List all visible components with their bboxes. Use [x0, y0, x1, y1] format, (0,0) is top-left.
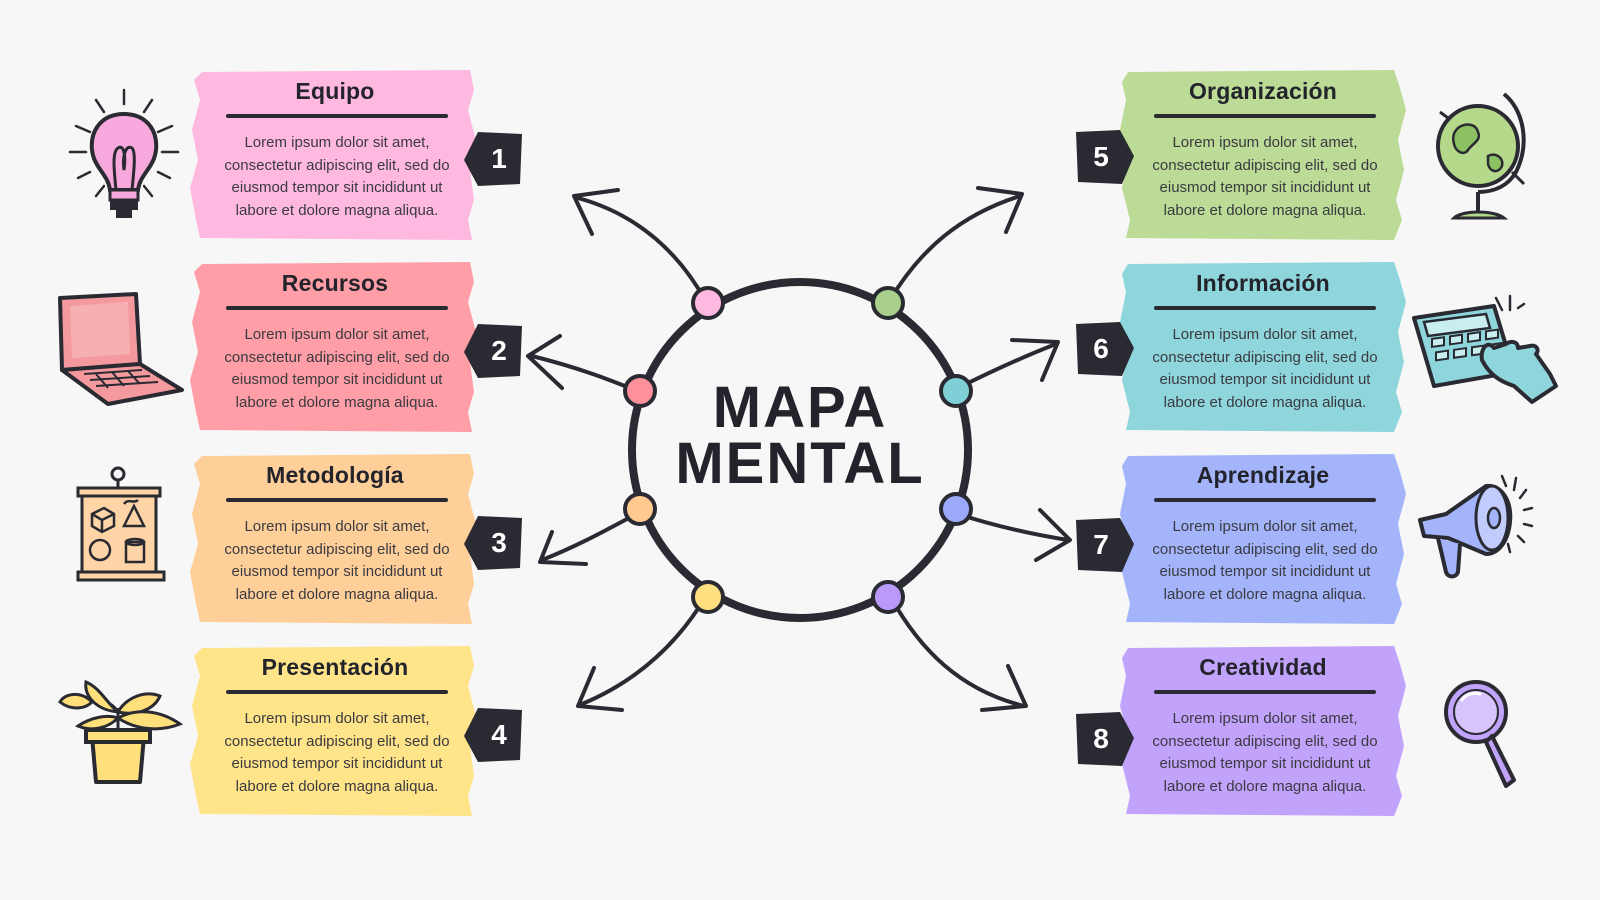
arrow-5	[888, 194, 1022, 302]
branch-card-8: Creatividad Lorem ipsum dolor sit amet, …	[1118, 646, 1408, 816]
branch-title: Equipo	[295, 78, 375, 104]
branch-title: Metodología	[266, 462, 404, 488]
ring-node-3	[623, 492, 657, 526]
center-ring	[628, 278, 972, 622]
card-background	[190, 262, 476, 432]
arrowhead-1	[572, 188, 620, 236]
ring-node-4	[691, 580, 725, 614]
badge-number: 7	[1093, 529, 1109, 560]
number-badge-4: 4	[464, 708, 522, 762]
ring-node-5	[871, 286, 905, 320]
number-badge-2: 2	[464, 324, 522, 378]
branch-title: Recursos	[281, 270, 389, 296]
arrow-7	[956, 512, 1070, 542]
card-background	[190, 70, 476, 240]
branch-text: Lorem ipsum dolor sit amet, consectetur …	[224, 518, 450, 603]
branch-text: Lorem ipsum dolor sit amet, consectetur …	[1152, 134, 1378, 219]
arrowhead-8	[980, 664, 1028, 712]
center-title-line-1: MAPA	[712, 375, 888, 440]
title-underline	[226, 306, 448, 310]
ring-node-8	[871, 580, 905, 614]
card-background	[1120, 262, 1406, 432]
badge-number: 4	[491, 719, 507, 750]
badge-number: 1	[491, 143, 507, 174]
number-badge-5: 5	[1076, 130, 1134, 184]
branch-card-4: Presentación Lorem ipsum dolor sit amet,…	[190, 646, 480, 816]
card-background	[190, 646, 476, 816]
number-badge-8: 8	[1076, 712, 1134, 766]
branch-text: Lorem ipsum dolor sit amet, consectetur …	[1152, 326, 1378, 411]
badge-number: 6	[1093, 333, 1109, 364]
arrowhead-2	[526, 334, 564, 390]
title-underline	[226, 690, 448, 694]
badge-number: 2	[491, 335, 507, 366]
center-title-line-2: MENTAL	[675, 431, 925, 496]
arrowhead-4	[576, 666, 624, 712]
number-badge-7: 7	[1076, 518, 1134, 572]
branch-card-1: Equipo Lorem ipsum dolor sit amet, conse…	[190, 70, 480, 240]
magnifier-icon	[1444, 680, 1516, 788]
branch-title: Aprendizaje	[1196, 462, 1330, 488]
branch-text: Lorem ipsum dolor sit amet, consectetur …	[1152, 518, 1378, 603]
branch-card-5: Organización Lorem ipsum dolor sit amet,…	[1118, 70, 1408, 240]
arrowhead-5	[976, 186, 1024, 234]
ring-node-2	[623, 374, 657, 408]
arrow-4	[580, 594, 708, 706]
badge-number: 3	[491, 527, 507, 558]
arrowhead-7	[1034, 508, 1072, 562]
branch-title: Información	[1196, 270, 1330, 296]
ring-node-7	[939, 492, 973, 526]
title-underline	[226, 114, 448, 118]
title-underline	[226, 498, 448, 502]
title-underline	[1154, 498, 1376, 502]
branch-card-2: Recursos Lorem ipsum dolor sit amet, con…	[190, 262, 480, 432]
branch-card-7: Aprendizaje Lorem ipsum dolor sit amet, …	[1118, 454, 1408, 624]
megaphone-icon	[1418, 474, 1534, 579]
branch-text: Lorem ipsum dolor sit amet, consectetur …	[1152, 710, 1378, 795]
title-underline	[1154, 690, 1376, 694]
badge-number: 5	[1093, 141, 1109, 172]
card-background	[1120, 454, 1406, 624]
light-bulb-icon	[68, 88, 180, 218]
ring-node-1	[691, 286, 725, 320]
branch-text: Lorem ipsum dolor sit amet, consectetur …	[224, 134, 450, 219]
calculator-icon	[1412, 294, 1558, 404]
card-background	[1120, 70, 1406, 240]
branch-card-3: Metodología Lorem ipsum dolor sit amet, …	[190, 454, 480, 624]
number-badge-3: 3	[464, 516, 522, 570]
arrow-8	[888, 594, 1026, 708]
branch-title: Creatividad	[1199, 654, 1327, 680]
card-background	[190, 454, 476, 624]
title-underline	[1154, 114, 1376, 118]
branch-title: Organización	[1188, 78, 1338, 104]
arrow-1	[576, 196, 707, 302]
title-underline	[1154, 306, 1376, 310]
card-background	[1120, 646, 1406, 816]
plant-icon	[58, 679, 184, 784]
laptop-icon	[58, 292, 184, 406]
branch-text: Lorem ipsum dolor sit amet, consectetur …	[224, 326, 450, 411]
branch-card-6: Información Lorem ipsum dolor sit amet, …	[1118, 262, 1408, 432]
ring-node-6	[939, 374, 973, 408]
arrowhead-6	[1010, 338, 1060, 382]
arrowhead-3	[538, 530, 588, 566]
number-badge-6: 6	[1076, 322, 1134, 376]
center-title: MAPA MENTAL	[640, 375, 960, 496]
number-badge-1: 1	[464, 132, 522, 186]
globe-icon	[1436, 92, 1526, 220]
arrow-3	[540, 510, 642, 562]
branch-text: Lorem ipsum dolor sit amet, consectetur …	[224, 710, 450, 795]
branch-title: Presentación	[261, 654, 409, 680]
whiteboard-icon	[76, 466, 166, 582]
badge-number: 8	[1093, 723, 1109, 754]
